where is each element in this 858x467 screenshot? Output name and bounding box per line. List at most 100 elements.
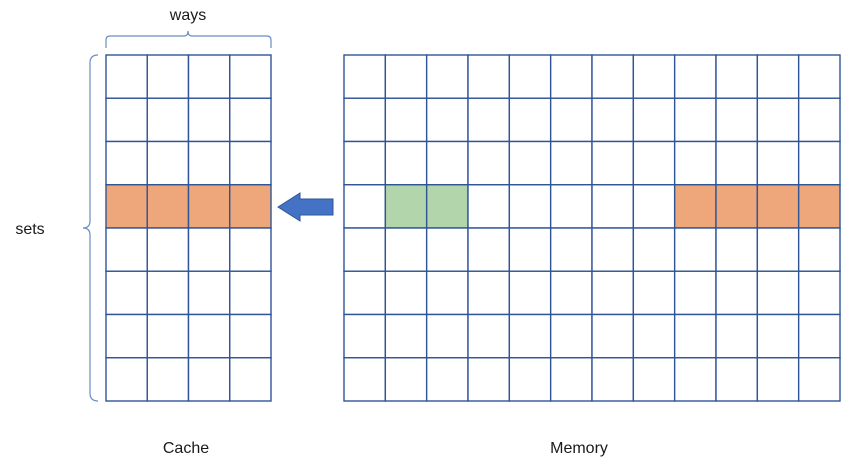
memory-cell	[467, 140, 511, 186]
memory-cell	[343, 54, 387, 99]
cache-cell	[187, 184, 231, 229]
cache-cell	[105, 357, 148, 402]
memory-cell	[591, 54, 635, 99]
cache-cell	[187, 270, 231, 316]
memory-cell	[467, 54, 511, 99]
cache-cell	[187, 97, 231, 143]
cache-cell	[187, 313, 231, 359]
cache-cell	[146, 54, 190, 99]
memory-cell	[673, 313, 717, 359]
cache-cell	[105, 270, 148, 316]
memory-cell	[591, 227, 635, 272]
memory-cell	[632, 270, 676, 316]
memory-cell	[715, 140, 759, 186]
load-arrow	[277, 192, 334, 222]
cache-cell	[146, 97, 190, 143]
memory-cell	[797, 270, 841, 316]
memory-cell	[343, 140, 387, 186]
cache-cell	[229, 97, 272, 143]
memory-cell	[467, 270, 511, 316]
memory-cell	[549, 313, 593, 359]
cache-cell	[187, 357, 231, 402]
memory-cell	[797, 140, 841, 186]
memory-cell	[591, 140, 635, 186]
memory-cell	[384, 313, 428, 359]
memory-cell	[549, 270, 593, 316]
memory-cell	[673, 184, 717, 229]
memory-cell	[797, 357, 841, 402]
cache-cell	[146, 227, 190, 272]
cache-cell	[187, 54, 231, 99]
memory-cell	[343, 270, 387, 316]
memory-cell	[797, 97, 841, 143]
cache-cell	[187, 140, 231, 186]
memory-cell	[343, 227, 387, 272]
memory-cell	[343, 313, 387, 359]
memory-cell	[756, 313, 800, 359]
memory-cell	[549, 54, 593, 99]
memory-cell	[632, 97, 676, 143]
memory-cell	[467, 227, 511, 272]
ways-label: ways	[169, 7, 206, 24]
memory-cell	[673, 270, 717, 316]
memory-cell	[632, 54, 676, 99]
memory-cell	[425, 140, 469, 186]
memory-cell	[384, 54, 428, 99]
memory-cell	[632, 227, 676, 272]
memory-cell	[343, 357, 387, 402]
memory-cell	[591, 357, 635, 402]
memory-cell	[467, 97, 511, 143]
memory-cell	[591, 97, 635, 143]
memory-cell	[632, 357, 676, 402]
memory-cell	[467, 313, 511, 359]
memory-cell	[384, 140, 428, 186]
cache-grid	[105, 54, 272, 402]
memory-cell	[384, 357, 428, 402]
memory-cell	[467, 357, 511, 402]
memory-cell	[384, 97, 428, 143]
memory-cell	[756, 97, 800, 143]
memory-grid	[343, 54, 841, 402]
memory-cell	[425, 313, 469, 359]
memory-cell	[508, 270, 552, 316]
memory-cell	[632, 313, 676, 359]
memory-cell	[549, 357, 593, 402]
memory-cell	[343, 184, 387, 229]
memory-cell	[384, 184, 428, 229]
ways-brace	[105, 30, 272, 48]
memory-cell	[715, 357, 759, 402]
memory-cell	[715, 227, 759, 272]
cache-cell	[229, 54, 272, 99]
cache-cell	[105, 97, 148, 143]
cache-cell	[146, 184, 190, 229]
cache-cell	[146, 270, 190, 316]
cache-label: Cache	[163, 440, 209, 457]
memory-cell	[425, 54, 469, 99]
memory-cell	[797, 184, 841, 229]
memory-cell	[549, 140, 593, 186]
memory-cell	[591, 270, 635, 316]
cache-cell	[229, 140, 272, 186]
memory-cell	[508, 184, 552, 229]
cache-cell	[105, 227, 148, 272]
memory-cell	[549, 227, 593, 272]
memory-cell	[508, 313, 552, 359]
cache-cell	[105, 54, 148, 99]
cache-cell	[229, 357, 272, 402]
memory-cell	[508, 140, 552, 186]
memory-cell	[797, 313, 841, 359]
memory-cell	[756, 184, 800, 229]
memory-cell	[673, 54, 717, 99]
cache-cell	[146, 140, 190, 186]
memory-cell	[715, 270, 759, 316]
memory-cell	[549, 97, 593, 143]
memory-cell	[715, 313, 759, 359]
memory-cell	[673, 357, 717, 402]
memory-cell	[715, 184, 759, 229]
memory-cell	[673, 227, 717, 272]
memory-cell	[425, 227, 469, 272]
cache-cell	[105, 184, 148, 229]
memory-cell	[591, 313, 635, 359]
memory-cell	[715, 54, 759, 99]
